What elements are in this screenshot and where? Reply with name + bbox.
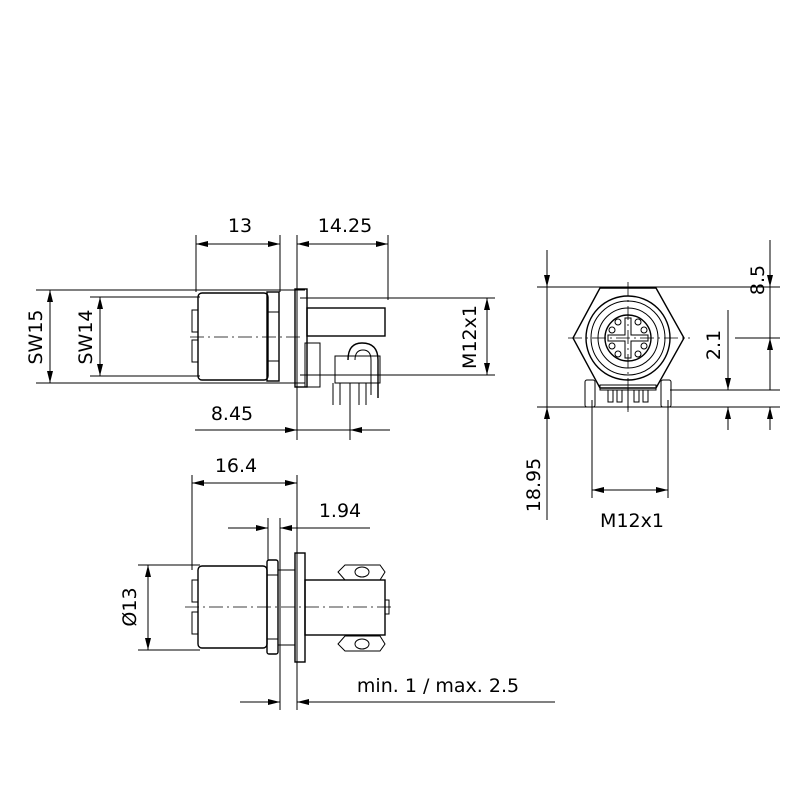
dim-flange: 1.94 bbox=[319, 500, 361, 522]
dim-pin-offset: 8.45 bbox=[211, 403, 253, 425]
dim-thread-side: M12x1 bbox=[459, 305, 481, 369]
dim-wrench-inner: SW14 bbox=[75, 309, 97, 364]
dim-wrench-outer: SW15 bbox=[25, 309, 47, 364]
dim-diameter: Ø13 bbox=[119, 587, 141, 626]
dim-pin-height: 2.1 bbox=[703, 330, 725, 360]
dim-thread-front: M12x1 bbox=[600, 510, 664, 532]
dim-body-length: 13 bbox=[228, 215, 252, 237]
dim-total-height: 18.95 bbox=[523, 458, 545, 512]
dim-front-length: 16.4 bbox=[215, 455, 257, 477]
dim-panel-thickness: min. 1 / max. 2.5 bbox=[357, 675, 519, 697]
bottom-view bbox=[138, 475, 555, 710]
front-view bbox=[537, 240, 780, 520]
side-view bbox=[36, 235, 495, 440]
dim-top-height: 8.5 bbox=[747, 265, 769, 295]
dim-rear-length: 14.25 bbox=[318, 215, 372, 237]
